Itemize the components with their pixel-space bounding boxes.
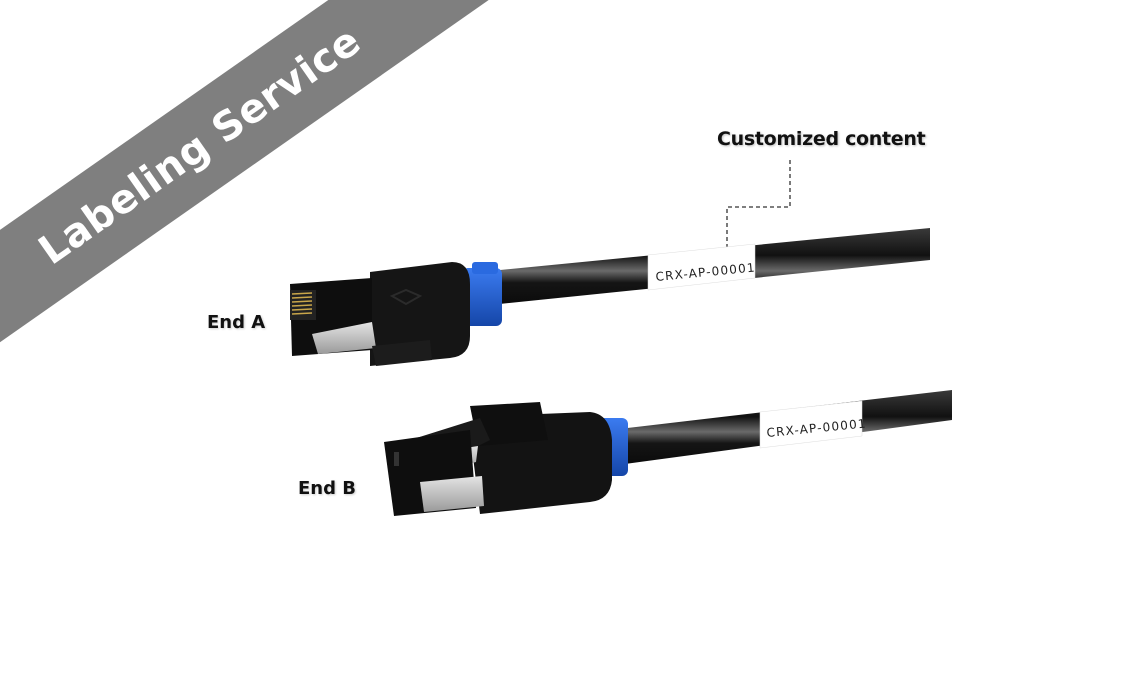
cable-a: CRX-AP-00001 xyxy=(290,228,930,366)
cable-b: CRX-AP-00001 xyxy=(384,390,952,516)
end-b-label: End B xyxy=(298,478,356,499)
cable-a-shield xyxy=(312,322,376,354)
cable-a-tag: CRX-AP-00001 xyxy=(647,243,756,291)
customized-content-callout: Customized content xyxy=(717,128,926,150)
cable-a-boot xyxy=(370,262,470,366)
cable-a-blue-ring xyxy=(462,268,502,326)
cable-b-tag: CRX-AP-00001 xyxy=(759,400,867,449)
cable-b-shield xyxy=(420,476,484,512)
end-a-label: End A xyxy=(207,312,266,333)
callout-leader-line xyxy=(726,160,791,250)
